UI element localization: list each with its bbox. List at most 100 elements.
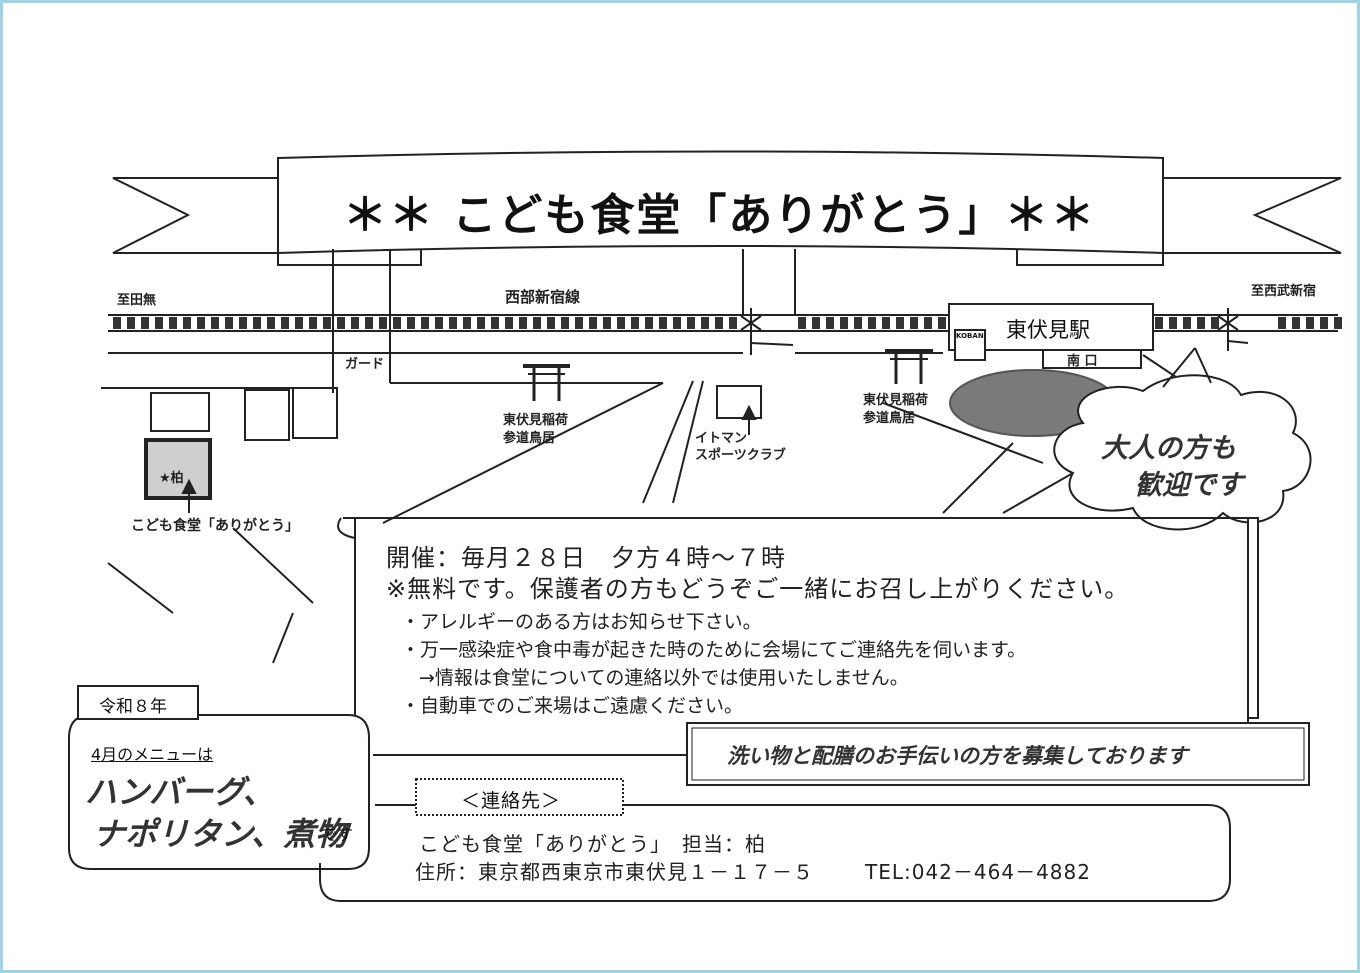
railway-sleeper xyxy=(421,317,429,329)
menu-year-tab: 令和８年 xyxy=(99,697,167,717)
contact-line-1: こども食堂「ありがとう」 担当：柏 xyxy=(419,832,766,856)
railway-sleeper xyxy=(575,317,583,329)
label-torii-left-1: 東伏見稲荷 xyxy=(503,413,569,428)
railway-sleeper xyxy=(449,317,457,329)
railway-sleeper xyxy=(463,317,471,329)
contact-box xyxy=(319,804,1231,902)
railway-sleeper xyxy=(1183,317,1191,329)
railway-sleeper xyxy=(197,317,205,329)
railway-sleeper xyxy=(631,317,639,329)
railway-sleeper xyxy=(603,317,611,329)
railway-sleeper xyxy=(673,317,681,329)
railway-sleeper xyxy=(211,317,219,329)
railway-sleeper xyxy=(435,317,443,329)
label-to-seibu-shinjuku: 至西武新宿 xyxy=(1251,284,1317,299)
koban-box xyxy=(954,329,986,361)
label-torii-left-2: 参道鳥居 xyxy=(503,431,556,446)
railway-sleeper xyxy=(798,317,806,329)
railway-sleeper xyxy=(645,317,653,329)
info-free: ※無料です。保護者の方もどうぞご一緒にお召し上がりください。 xyxy=(386,575,1130,603)
railway-sleeper xyxy=(323,317,331,329)
speech-cloud xyxy=(1053,347,1312,531)
railway-sleeper xyxy=(687,317,695,329)
contact-heading: ＜連絡先＞ xyxy=(461,790,562,812)
railway-sleeper xyxy=(225,317,233,329)
railway-sleeper xyxy=(295,317,303,329)
railway-sleeper xyxy=(1334,317,1342,329)
railway-sleeper xyxy=(253,317,261,329)
railway-sleeper xyxy=(1306,317,1314,329)
railway-sleeper xyxy=(351,317,359,329)
info-bullet-2b: →情報は食堂についての連絡以外では使用いたしません。 xyxy=(419,667,909,689)
railroad-crossing-left-icon xyxy=(740,308,794,355)
contact-heading-box xyxy=(415,778,624,816)
railway-sleeper xyxy=(1155,317,1163,329)
menu-box xyxy=(68,714,370,870)
railway-sleeper xyxy=(309,317,317,329)
railway-sleeper xyxy=(1278,317,1286,329)
railway-sleeper xyxy=(715,317,723,329)
railway-sleeper xyxy=(155,317,163,329)
railway-sleeper xyxy=(113,317,121,329)
label-line-name: 西部新宿線 xyxy=(505,288,581,306)
railway-sleeper xyxy=(589,317,597,329)
railway-sleeper xyxy=(267,317,275,329)
railway-sleeper xyxy=(924,317,932,329)
railway-sleeper xyxy=(561,317,569,329)
railway-sleeper xyxy=(659,317,667,329)
page-title: ＊＊ こども食堂「ありがとう」＊＊ xyxy=(343,190,1097,241)
info-bullet-3: ・自動車でのご来場はご遠慮ください。 xyxy=(401,695,744,717)
year-tab-box xyxy=(77,685,199,720)
volunteer-banner xyxy=(686,722,1310,786)
label-south-exit: 南 口 xyxy=(1067,354,1098,369)
railway-sleeper xyxy=(1292,317,1300,329)
railway-sleeper xyxy=(169,317,177,329)
railway-sleeper xyxy=(533,317,541,329)
south-exit-box xyxy=(1042,349,1142,369)
railway-sleepers xyxy=(113,317,1342,329)
railroad-crossing-right-icon xyxy=(1217,308,1249,351)
railway-sleeper xyxy=(701,317,709,329)
label-itoman-2: スポーツクラブ xyxy=(695,448,786,463)
menu-heading: 4月のメニューは xyxy=(91,745,214,764)
railway-sleeper xyxy=(127,317,135,329)
itoman-building xyxy=(716,385,762,419)
railway-sleeper xyxy=(882,317,890,329)
torii-left-icon xyxy=(523,364,570,401)
building-2 xyxy=(244,389,290,441)
railway-sleeper xyxy=(183,317,191,329)
torii-right-icon xyxy=(885,349,933,384)
railway-sleeper xyxy=(547,317,555,329)
menu-desu: です xyxy=(321,825,354,844)
arrow-itoman xyxy=(741,404,757,435)
railway-sleeper xyxy=(826,317,834,329)
railway-sleeper xyxy=(854,317,862,329)
railway-sleeper xyxy=(407,317,415,329)
contact-tel: TEL:042－464－4882 xyxy=(865,860,1091,884)
label-torii-right-1: 東伏見稲荷 xyxy=(863,393,929,408)
info-bullet-1: ・アレルギーのある方はお知らせ下さい。 xyxy=(401,611,762,633)
building-3 xyxy=(292,387,338,439)
railway-sleeper xyxy=(812,317,820,329)
contact-address: 住所：東京都西東京市東伏見１－１７－５ xyxy=(415,860,814,884)
railway-sleeper xyxy=(337,317,345,329)
cloud-line-1: 大人の方も xyxy=(1101,433,1236,464)
label-cafeteria: こども食堂「ありがとう」 xyxy=(131,518,299,534)
info-bullet-2: ・万一感染症や食中毒が起きた時のために会場にてご連絡先を伺います。 xyxy=(401,639,1027,661)
map-drawing xyxy=(68,150,1342,902)
label-guard: ガード xyxy=(345,357,385,372)
railway-sleeper xyxy=(1211,317,1219,329)
railway-sleeper xyxy=(729,317,737,329)
cafeteria-building xyxy=(144,438,212,500)
railway-sleeper xyxy=(519,317,527,329)
railway-sleeper xyxy=(491,317,499,329)
label-torii-right-2: 参道鳥居 xyxy=(863,411,916,426)
railway-sleeper xyxy=(393,317,401,329)
railway-sleeper xyxy=(365,317,373,329)
railway-sleeper xyxy=(239,317,247,329)
label-station: 東伏見駅 xyxy=(1006,318,1090,342)
building-1 xyxy=(150,392,210,432)
railway-sleeper xyxy=(505,317,513,329)
title-ribbon xyxy=(112,150,1342,266)
railway-sleeper xyxy=(910,317,918,329)
